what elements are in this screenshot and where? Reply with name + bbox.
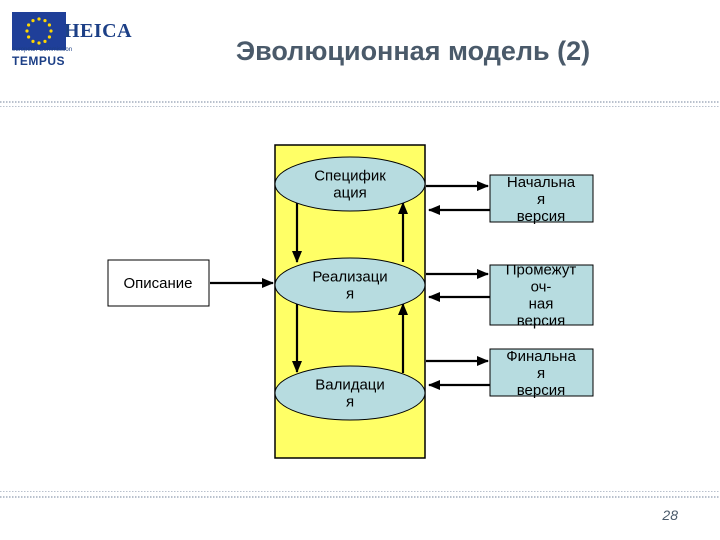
stage-specification-label-line: ация [333,185,366,202]
top-divider-secondary [0,106,720,107]
bottom-divider [0,491,720,492]
version-intermediate-label-line: версия [517,313,566,330]
version-final-label-line: версия [517,382,566,399]
slide-title: Эволюционная модель (2) [235,36,591,66]
version-final-label-line: Финальна [506,348,576,365]
version-intermediate-box [489,264,594,326]
bottom-divider-secondary [0,496,720,498]
stage-validation [274,365,426,421]
stage-specification [274,156,426,212]
eu-flag-icon [12,12,66,50]
logo-brand-text: HEICA [64,20,133,42]
version-intermediate-label-line: ная [529,296,554,313]
version-initial-box [489,174,594,223]
version-final-box [489,348,594,397]
logo-subtitle-text: european Commission [12,47,73,53]
stage-specification-label-line: Специфик [314,168,386,185]
logo-program-text: TEMPUS [12,54,66,68]
stage-implementation-label-line: Реализаци [312,269,387,286]
version-intermediate-label-line: оч- [531,279,552,296]
heica-tempus-logo: HEICA european Commission TEMPUS [8,8,138,68]
version-intermediate-label-line: Промежут [506,262,577,279]
stage-validation-label-line: я [346,394,354,411]
description-label-line: Описание [123,275,192,292]
page-number: 28 [662,507,678,523]
stage-implementation [274,257,426,313]
flow-arrows [210,181,490,390]
description-label: Описание [123,275,192,292]
version-final-label-line: я [537,365,545,382]
version-initial-label-line: Начальна [507,174,576,191]
version-initial-label-line: я [537,191,545,208]
description-box [107,259,210,307]
top-divider [0,101,720,103]
stage-validation-label-line: Валидаци [315,377,385,394]
version-initial-label-line: версия [517,208,566,225]
stage-implementation-label-line: я [346,286,354,303]
